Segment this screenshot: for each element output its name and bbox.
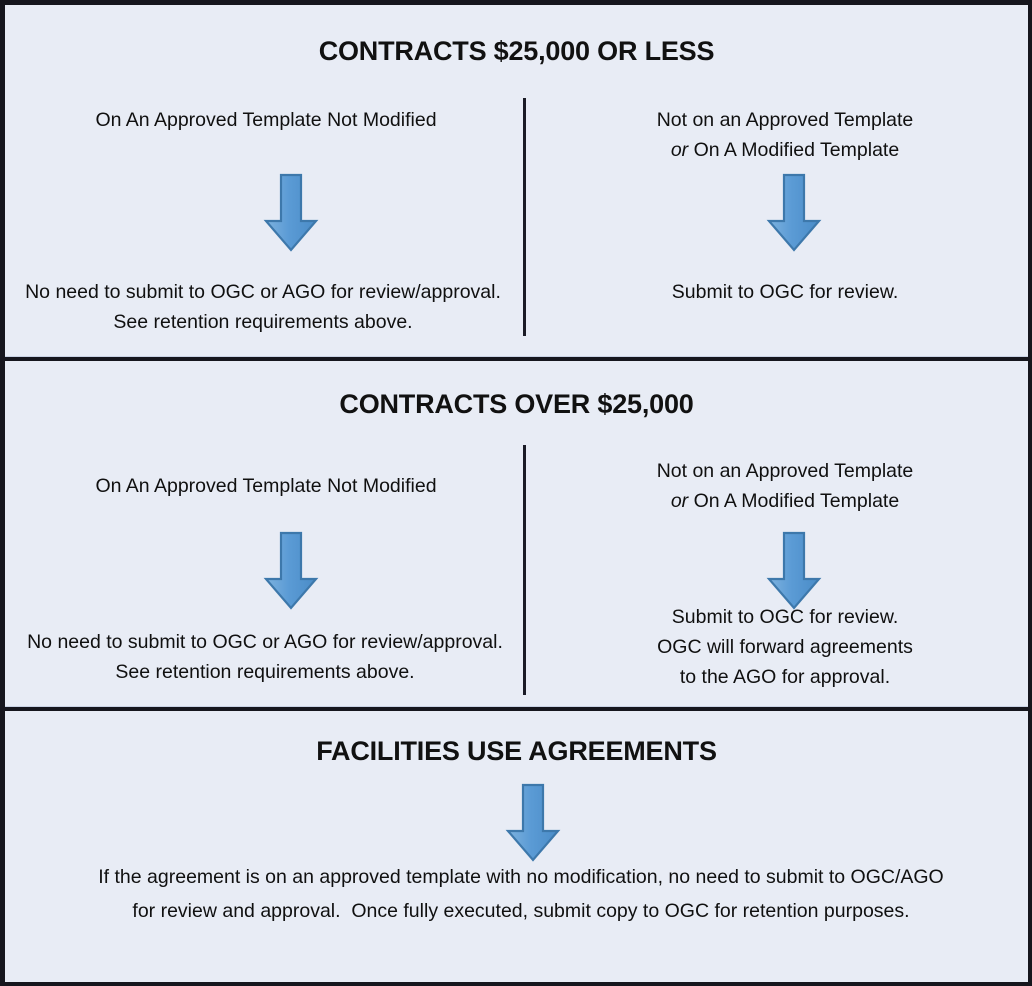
section-contracts-over-25000 (5, 361, 1028, 711)
outcome-right-contracts-25000-or-less: Submit to OGC for review. (671, 281, 899, 303)
outcome-right-line1: Submit to OGC for review. (671, 606, 899, 628)
body-line1: If the agreement is on an approved templ… (98, 866, 944, 888)
body-line2: for review and approval. Once fully exec… (132, 900, 910, 922)
outcome-right-contracts-over-25000: Submit to OGC for review. OGC will forwa… (550, 602, 1020, 692)
body-facilities-use-agreements: If the agreement is on an approved templ… (41, 860, 1001, 928)
down-arrow-icon (766, 173, 822, 252)
condition-right-contracts-25000-or-less: Not on an Approved Template or On A Modi… (550, 105, 1020, 165)
down-arrow-icon (766, 531, 822, 610)
down-arrow-icon (263, 531, 319, 610)
down-arrow-icon (505, 783, 561, 862)
column-divider (523, 445, 526, 695)
section-title-facilities-use-agreements: FACILITIES USE AGREEMENTS (316, 736, 717, 766)
outcome-left-contracts-25000-or-less: No need to submit to OGC or AGO for revi… (25, 281, 501, 333)
section-facilities-use-agreements (5, 711, 1028, 982)
section-divider (5, 357, 1028, 361)
outcome-right-line3: to the AGO for approval. (679, 666, 891, 688)
down-arrow-icon (263, 173, 319, 252)
section-title-contracts-over-25000: CONTRACTS OVER $25,000 (339, 389, 694, 419)
condition-right-or: or (670, 490, 689, 512)
condition-right-line1: Not on an Approved Template (656, 109, 914, 131)
condition-left-contracts-25000-or-less: On An Approved Template Not Modified (95, 109, 437, 131)
column-divider (523, 98, 526, 336)
condition-right-line1: Not on an Approved Template (656, 460, 914, 482)
condition-right-contracts-over-25000: Not on an Approved Template or On A Modi… (550, 456, 1020, 516)
condition-left-contracts-over-25000: On An Approved Template Not Modified (95, 475, 437, 497)
outcome-right-line2: OGC will forward agreements (657, 636, 913, 658)
condition-right-or: or (670, 139, 689, 161)
condition-right-line2: On A Modified Template (693, 139, 900, 161)
condition-right-line2: On A Modified Template (693, 490, 900, 512)
outcome-left-contracts-over-25000: No need to submit to OGC or AGO for revi… (27, 631, 514, 683)
section-contracts-25000-or-less (5, 5, 1028, 361)
section-divider (5, 707, 1028, 711)
section-title-contracts-25000-or-less: CONTRACTS $25,000 OR LESS (318, 36, 715, 66)
